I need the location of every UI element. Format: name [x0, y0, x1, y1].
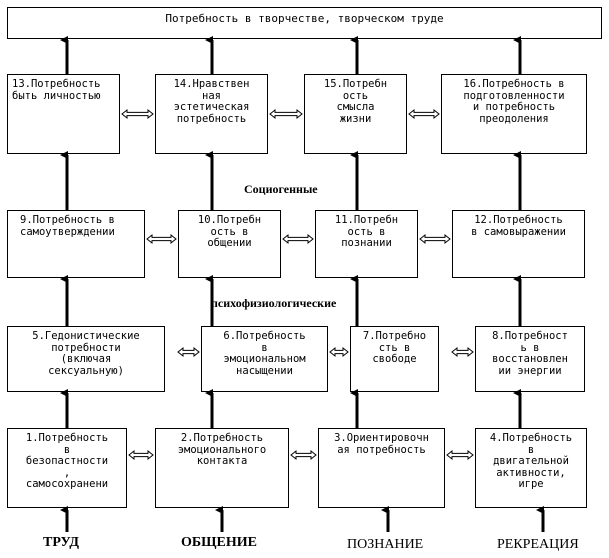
double-arrow-connector [282, 233, 314, 245]
double-arrow-connector [446, 449, 474, 461]
box-need-9: 9.Потребность в самоутверждении [7, 210, 145, 278]
label-recreation: РЕКРЕАЦИЯ [497, 537, 579, 552]
box-need-4: 4.Потребность в двигательной активности,… [475, 428, 587, 508]
box-need-3: 3.Ориентировочн ая потребность [318, 428, 445, 508]
double-arrow-connector [128, 449, 154, 461]
label-labor: ТРУД [43, 535, 80, 550]
double-arrow-connector [290, 449, 317, 461]
double-arrow-connector [146, 233, 177, 245]
double-arrow-connector [408, 108, 440, 120]
box-need-10: 10.Потребн ость в общении [178, 210, 281, 278]
label-communication: ОБЩЕНИЕ [181, 535, 257, 550]
double-arrow-connector [121, 108, 154, 120]
double-arrow-connector [329, 346, 349, 358]
box-need-15: 15.Потребн ость смысла жизни [304, 74, 407, 154]
label-psychophysiological: психофизиологические [211, 296, 337, 310]
box-need-16: 16.Потребность в подготовленности и потр… [441, 74, 587, 154]
box-need-14: 14.Нравствен ная эстетическая потребност… [155, 74, 268, 154]
box-need-13: 13.Потребность быть личностью [7, 74, 120, 154]
box-need-12: 12.Потребность в самовыражении [452, 210, 585, 278]
double-arrow-connector [419, 233, 451, 245]
double-arrow-connector [269, 108, 303, 120]
label-cognition: ПОЗНАНИЕ [347, 537, 424, 552]
label-sociogenic: Социогенные [244, 182, 318, 196]
double-arrow-connector [451, 346, 474, 358]
box-creativity-need: Потребность в творчестве, творческом тру… [7, 7, 602, 39]
box-need-11: 11.Потребн ость в познании [315, 210, 418, 278]
box-need-8: 8.Потребност ь в восстановлен ии энергии [475, 326, 585, 392]
box-need-6: 6.Потребность в эмоциональном насыщении [201, 326, 328, 392]
box-need-5: 5.Гедонистические потребности (включая с… [7, 326, 165, 392]
double-arrow-connector [177, 346, 200, 358]
box-need-1: 1.Потребность в безопастности , самосохр… [7, 428, 127, 508]
box-need-7: 7.Потребно сть в свободе [350, 326, 439, 392]
